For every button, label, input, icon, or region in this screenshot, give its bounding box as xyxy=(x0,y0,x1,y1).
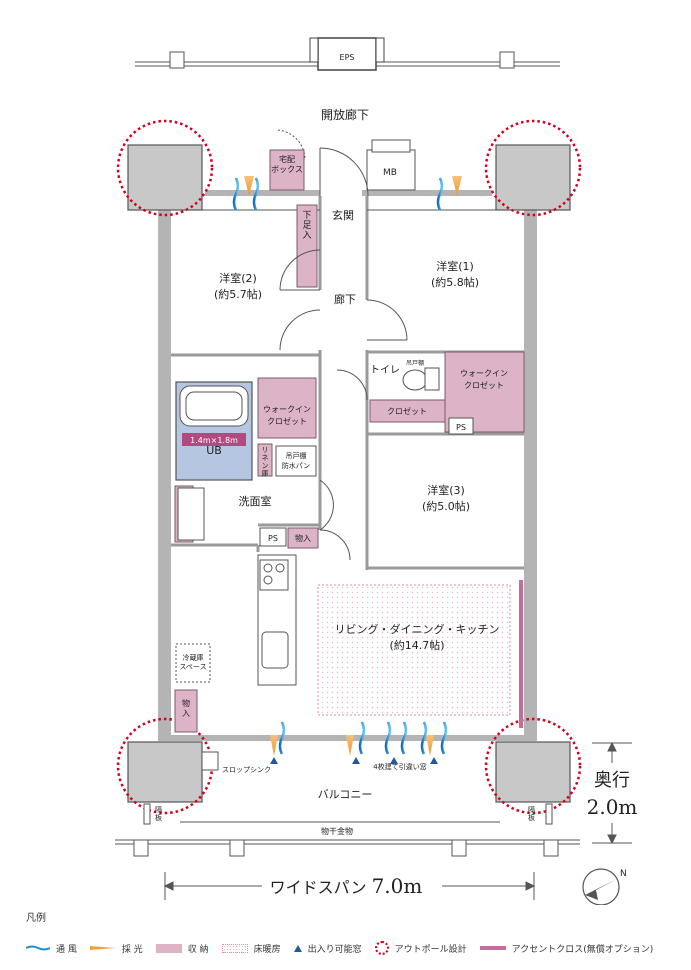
door-arcs xyxy=(279,249,408,561)
linen-label: リネン庫 xyxy=(262,446,269,478)
ub-size: 1.4m×1.8m xyxy=(190,436,238,445)
walkin-closet-label-2: ウォークインクロゼット xyxy=(263,405,311,426)
toilet-bowl xyxy=(402,369,428,391)
railing-post xyxy=(169,51,185,69)
ps-box xyxy=(448,417,474,435)
closet-label: クロゼット xyxy=(387,406,427,416)
legend-label: アクセントクロス(無償オプション) xyxy=(511,944,654,955)
room2-size: (約5.7帖) xyxy=(214,287,262,301)
entrance-door xyxy=(277,129,369,197)
storage-label: 物入 xyxy=(295,533,311,543)
hallway-label: 廊下 xyxy=(334,292,356,306)
railing-post xyxy=(499,51,515,69)
kitchen-counter xyxy=(257,554,297,686)
floor-heating-area xyxy=(317,584,511,716)
floor-heating-swatch xyxy=(221,943,248,953)
legend-title: 凡例 xyxy=(26,913,46,924)
legend-outpole: アウトポール設計 xyxy=(374,941,467,955)
access-window-markers xyxy=(270,757,438,764)
ldk-name: リビング・ダイニング・キッチン xyxy=(335,622,500,636)
legend-label: 収 納 xyxy=(187,944,209,955)
compass-icon xyxy=(582,868,620,905)
light-icon xyxy=(89,946,116,950)
vanity xyxy=(177,487,205,541)
shoe-storage-label: 下足入 xyxy=(302,211,311,241)
ldk-size: (約14.7帖) xyxy=(389,638,444,652)
ub-label: UB xyxy=(206,444,222,457)
slop-sink-label: スロップシンク xyxy=(222,766,271,774)
slop-sink xyxy=(201,751,219,771)
room1-name: 洋室(1) xyxy=(436,259,474,273)
triangle-icon xyxy=(293,944,302,952)
storage-label: 物入 xyxy=(182,698,190,718)
accent-cross xyxy=(519,580,523,728)
light-arrows xyxy=(244,176,462,196)
room3-size: (約5.0帖) xyxy=(422,499,470,513)
partition-label: 隔板 xyxy=(155,805,162,822)
light-arrows-bottom xyxy=(270,735,434,756)
accent-swatch xyxy=(479,946,506,950)
legend-storage: 収 納 xyxy=(155,942,209,955)
legend: 凡例 通 風 採 光 収 納 床暖房 出入り可能窓 アウトポール設計 アクセント… xyxy=(0,905,691,965)
width-label: ワイドスパン 7.0m xyxy=(270,874,423,898)
depth-label: 奥行 xyxy=(594,770,630,791)
legend-items: 通 風 採 光 収 納 床暖房 出入り可能窓 アウトポール設計 アクセントクロス… xyxy=(26,941,666,955)
room3-name: 洋室(3) xyxy=(427,483,465,497)
wind-icon xyxy=(26,945,50,951)
compass-label: N xyxy=(620,869,627,879)
legend-label: アウトポール設計 xyxy=(394,944,467,955)
ps-label: PS xyxy=(268,534,278,543)
ub-size-badge xyxy=(182,433,246,446)
balcony-label: バルコニー xyxy=(318,788,373,801)
drying-rack-label: 物干金物 xyxy=(321,826,353,836)
entrance-label: 玄関 xyxy=(332,208,354,222)
washer-pan xyxy=(275,445,317,477)
storage-swatch xyxy=(155,943,182,953)
partition-label: 隔板 xyxy=(528,805,535,822)
toilet-label: トイレ xyxy=(370,365,400,376)
corridor-label: 開放廊下 xyxy=(321,107,369,122)
eps-label: EPS xyxy=(340,53,355,62)
legend-label: 出入り可能窓 xyxy=(307,944,362,955)
partition-boards xyxy=(143,803,553,825)
floor-plan: EPS 開放廊下 xyxy=(115,37,638,905)
mb-label: MB xyxy=(383,168,397,178)
room1-size: (約5.8帖) xyxy=(431,275,479,289)
legend-accent: アクセントクロス(無償オプション) xyxy=(479,942,654,955)
washer-label: 吊戸棚防水パン xyxy=(282,451,310,470)
legend-access-window: 出入り可能窓 xyxy=(293,942,362,955)
walkin-closet-label-1: ウォークインクロゼット xyxy=(460,369,508,390)
dotted-circle-icon xyxy=(374,941,389,955)
mb-box xyxy=(366,149,416,191)
legend-wind: 通 風 xyxy=(26,942,77,955)
sliding-window-label: 4枚建て引違い窓 xyxy=(373,762,426,771)
fridge-space xyxy=(175,643,211,683)
wind-arrows-bottom xyxy=(278,721,448,755)
ps-label: PS xyxy=(456,423,466,432)
washroom-label: 洗面室 xyxy=(239,494,272,508)
ps-box xyxy=(259,527,287,547)
legend-label: 床暖房 xyxy=(253,944,281,955)
wind-arrows xyxy=(232,177,444,211)
corner-columns xyxy=(127,144,571,803)
balcony-railing xyxy=(115,839,580,845)
legend-light: 採 光 xyxy=(89,942,143,955)
railing-posts xyxy=(133,839,559,857)
fridge-label: 冷蔵庫スペース xyxy=(179,653,206,671)
legend-label: 通 風 xyxy=(56,944,77,955)
room2-name: 洋室(2) xyxy=(219,271,257,285)
legend-floor-heating: 床暖房 xyxy=(221,942,281,955)
depth-value: 2.0m xyxy=(587,795,638,819)
toilet-cabinet-label: 吊戸棚 xyxy=(406,359,424,367)
delivery-box-label: 宅配ボックス xyxy=(271,154,303,174)
legend-label: 採 光 xyxy=(121,944,143,955)
